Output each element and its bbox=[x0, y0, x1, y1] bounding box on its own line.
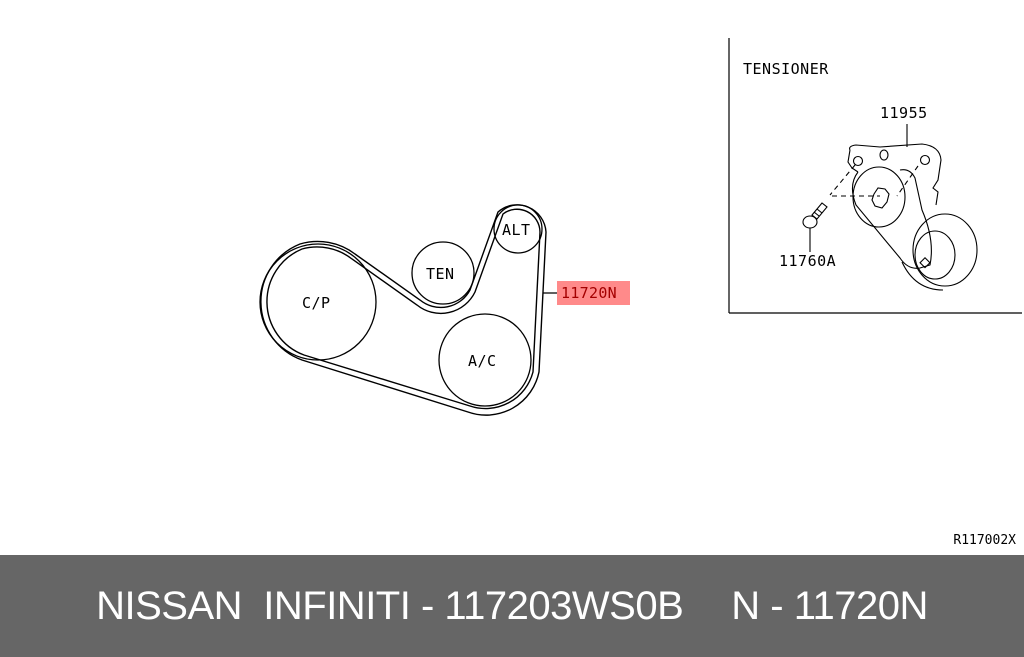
pulley-cp: C/P bbox=[259, 243, 377, 361]
pulley-alt-label: ALT bbox=[502, 221, 531, 239]
tensioner-inset-frame bbox=[728, 38, 1022, 314]
pulley-cp-label: C/P bbox=[302, 294, 331, 312]
pulley-ac: A/C bbox=[438, 313, 532, 407]
diagram-canvas: C/P TEN ALT A/C TENSIONER 11955 11760A bbox=[259, 38, 1022, 548]
footer-banner: NISSAN INFINITI - 117203WS0B N - 11720N bbox=[0, 555, 1024, 657]
pulley-ac-label: A/C bbox=[468, 352, 497, 370]
belt-part-callout[interactable]: 11720N bbox=[557, 281, 630, 305]
inset-title: TENSIONER bbox=[743, 60, 829, 78]
drive-belt bbox=[260, 204, 547, 416]
diagram-reference-code: R117002X bbox=[953, 533, 1016, 548]
tensioner-assembly-icon bbox=[802, 124, 978, 291]
pulley-alt: ALT bbox=[493, 204, 543, 254]
footer-reference-number: N - 11720N bbox=[731, 583, 928, 628]
footer-brand-part-number: NISSAN INFINITI - 117203WS0B bbox=[96, 583, 684, 628]
part-label-11955: 11955 bbox=[880, 104, 928, 122]
part-label-11760a: 11760A bbox=[779, 252, 836, 270]
pulley-ten-label: TEN bbox=[426, 265, 455, 283]
pulley-ten: TEN bbox=[411, 241, 475, 305]
